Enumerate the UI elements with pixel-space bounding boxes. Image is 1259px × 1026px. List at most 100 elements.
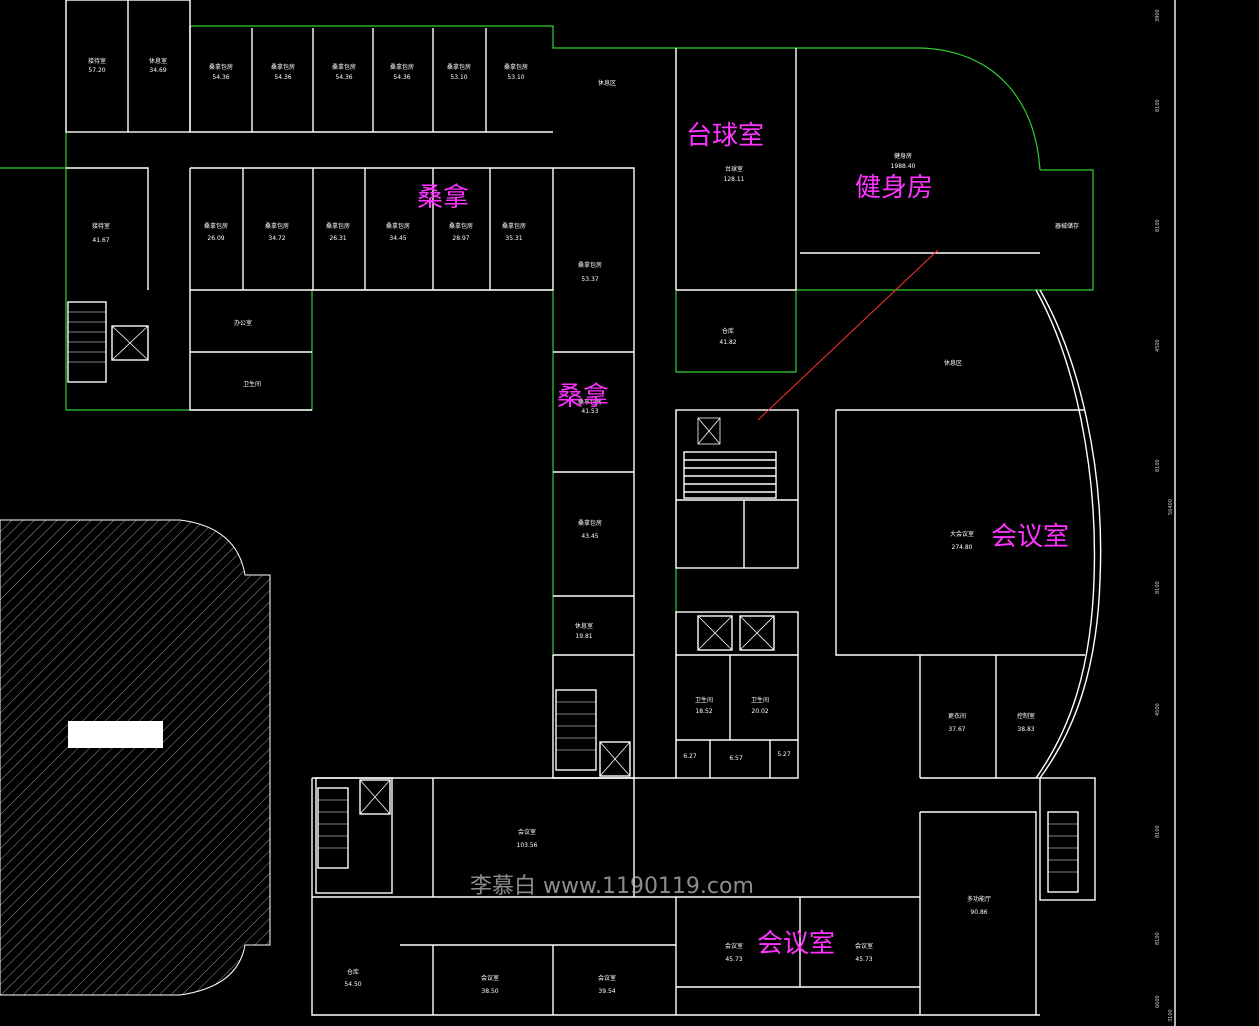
- room-area-12: 41.67: [92, 237, 109, 244]
- room-area-31: 6.57: [729, 755, 743, 762]
- room-area-16: 34.45: [389, 235, 406, 242]
- room-area-14: 34.72: [268, 235, 285, 242]
- room-area-15: 26.31: [329, 235, 346, 242]
- room-name-38: 会议室: [481, 974, 499, 982]
- dim-7: 8100: [1155, 825, 1161, 838]
- label-sauna-middle: 桑拿: [557, 382, 609, 412]
- dim-11: 56400: [1168, 499, 1174, 515]
- room-name-5: 桑拿包房: [390, 63, 414, 71]
- room-area-5: 54.36: [393, 74, 410, 81]
- dim-3: 4500: [1155, 339, 1161, 352]
- room-area-9: 128.11: [724, 176, 745, 183]
- room-name-2: 桑拿包房: [209, 63, 233, 71]
- label-sauna-top: 桑拿: [417, 183, 469, 213]
- room-area-41: 45.73: [855, 956, 872, 963]
- red-guide-line: [757, 249, 939, 421]
- room-name-18: 桑拿包房: [502, 222, 526, 230]
- room-name-23: 休息区: [944, 359, 962, 367]
- room-area-19: 53.37: [581, 276, 598, 283]
- dim-2: 8100: [1155, 219, 1161, 232]
- room-name-26: 休息室: [575, 622, 593, 630]
- room-name-27: 大会议室: [950, 530, 974, 538]
- room-name-17: 桑拿包房: [449, 222, 473, 230]
- room-name-34: 控制室: [1017, 712, 1035, 720]
- room-name-10: 健身房: [894, 152, 912, 160]
- dim-9: 6600: [1155, 995, 1161, 1008]
- walls: [65, 0, 1176, 1026]
- room-name-37: 仓库: [347, 968, 359, 976]
- room-name-35: 会议室: [518, 828, 536, 836]
- room-area-36: 90.86: [970, 909, 987, 916]
- room-area-2: 54.36: [212, 74, 229, 81]
- room-name-11: 器械储存: [1055, 222, 1079, 230]
- room-name-6: 桑拿包房: [447, 63, 471, 71]
- room-name-13: 桑拿包房: [204, 222, 228, 230]
- room-area-33: 37.67: [948, 726, 965, 733]
- dim-10: 3100: [1168, 1009, 1174, 1022]
- room-area-25: 43.45: [581, 533, 598, 540]
- room-area-10: 1988.40: [891, 163, 916, 170]
- watermark: 李慕白 www.1190119.com: [470, 874, 754, 899]
- room-area-17: 28.97: [452, 235, 469, 242]
- label-meeting-room-bottom: 会议室: [757, 929, 835, 959]
- room-area-28: 18.52: [695, 708, 712, 715]
- room-area-34: 38.83: [1017, 726, 1034, 733]
- highlight-labels: 台球室 健身房 桑拿 桑拿 会议室 会议室: [417, 121, 1069, 959]
- room-name-8: 休息区: [598, 79, 616, 87]
- room-name-7: 桑拿包房: [504, 63, 528, 71]
- room-name-4: 桑拿包房: [332, 63, 356, 71]
- room-name-40: 会议室: [725, 942, 743, 950]
- room-name-21: 卫生间: [243, 380, 261, 388]
- dim-0: 3900: [1155, 9, 1161, 22]
- dim-5: 8100: [1155, 581, 1161, 594]
- room-area-39: 39.54: [598, 988, 615, 995]
- room-name-41: 会议室: [855, 942, 873, 950]
- room-area-18: 35.31: [505, 235, 522, 242]
- hatched-building: [0, 519, 271, 996]
- room-area-30: 6.27: [683, 753, 697, 760]
- dim-4: 8100: [1155, 459, 1161, 472]
- stair-lines: [68, 311, 1078, 873]
- room-labels: 接待室 57.20 休息室 34.69 桑拿包房 54.36 桑拿包房 54.3…: [88, 57, 1079, 995]
- dim-8: 8100: [1155, 932, 1161, 945]
- room-name-20: 办公室: [234, 319, 252, 327]
- room-area-24: 41.53: [581, 408, 598, 415]
- room-name-15: 桑拿包房: [326, 222, 350, 230]
- label-billiard: 台球室: [686, 121, 764, 151]
- room-name-22: 仓库: [722, 327, 734, 335]
- room-name-25: 桑拿包房: [578, 519, 602, 527]
- room-name-19: 桑拿包房: [578, 261, 602, 269]
- room-area-26: 19.81: [575, 633, 592, 640]
- room-area-13: 26.09: [207, 235, 224, 242]
- elevator-marks: [111, 325, 775, 815]
- room-name-29: 卫生间: [751, 696, 769, 704]
- room-name-9: 台球室: [725, 165, 743, 173]
- room-area-22: 41.82: [719, 339, 736, 346]
- room-area-1: 34.69: [149, 67, 166, 74]
- room-name-14: 桑拿包房: [265, 222, 289, 230]
- room-name-39: 会议室: [598, 974, 616, 982]
- room-area-27: 274.80: [952, 544, 973, 551]
- room-name-0: 接待室: [88, 57, 106, 65]
- room-area-3: 54.36: [274, 74, 291, 81]
- room-area-35: 103.56: [517, 842, 538, 849]
- dimension-labels: 3900 8100 8100 4500 8100 8100 4500 8100 …: [1155, 9, 1174, 1022]
- room-name-28: 卫生间: [695, 696, 713, 704]
- room-area-38: 38.50: [481, 988, 498, 995]
- label-gym: 健身房: [855, 173, 933, 203]
- room-name-24: 桑拿包房: [578, 398, 602, 406]
- room-area-29: 20.02: [751, 708, 768, 715]
- room-name-16: 桑拿包房: [386, 222, 410, 230]
- room-area-32: 5.27: [777, 751, 791, 758]
- room-area-37: 54.50: [344, 981, 361, 988]
- room-name-33: 更衣间: [948, 712, 966, 720]
- room-area-6: 53.10: [450, 74, 467, 81]
- room-area-40: 45.73: [725, 956, 742, 963]
- room-area-4: 54.36: [335, 74, 352, 81]
- room-area-0: 57.20: [88, 67, 105, 74]
- room-area-7: 53.10: [507, 74, 524, 81]
- dim-6: 4500: [1155, 703, 1161, 716]
- room-name-3: 桑拿包房: [271, 63, 295, 71]
- dim-1: 8100: [1155, 99, 1161, 112]
